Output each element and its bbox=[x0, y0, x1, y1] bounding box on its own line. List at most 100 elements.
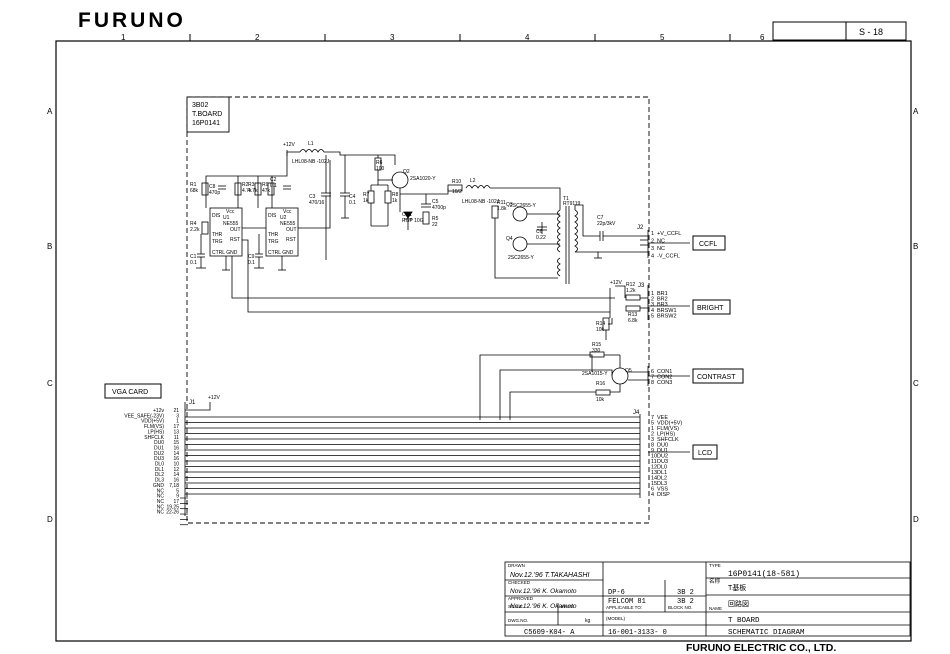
j1-pin-number: 7,18 bbox=[169, 483, 179, 489]
row-d-right: D bbox=[913, 515, 919, 524]
board-label-2: T.BOARD bbox=[192, 111, 222, 118]
svg-text:R1: R1 bbox=[190, 182, 197, 188]
svg-text:470p: 470p bbox=[209, 190, 220, 196]
svg-text:R14: R14 bbox=[596, 321, 605, 327]
bright-section bbox=[602, 285, 690, 340]
svg-text:TRG: TRG bbox=[268, 239, 279, 245]
col-1: 1 bbox=[121, 33, 126, 42]
svg-text:MASS: MASS bbox=[561, 604, 574, 609]
contrast-pin-name: CON2 bbox=[657, 375, 672, 381]
j3-pin-number: 2 bbox=[651, 297, 654, 303]
j4-pin-name: LP(HS) bbox=[657, 432, 675, 438]
svg-text:C5: C5 bbox=[432, 199, 439, 205]
row-b-left: B bbox=[47, 242, 52, 251]
svg-text:0.1: 0.1 bbox=[248, 260, 255, 266]
j3-pin-name: BRSW2 bbox=[657, 313, 677, 319]
svg-text:THR: THR bbox=[212, 232, 223, 238]
svg-text:0.1: 0.1 bbox=[270, 183, 277, 189]
svg-text:10k: 10k bbox=[596, 397, 605, 403]
j3-pin-name: BR1 bbox=[657, 291, 668, 297]
svg-text:TRG: TRG bbox=[212, 239, 223, 245]
j4-pin-number: 15 bbox=[651, 481, 657, 487]
svg-text:R15: R15 bbox=[592, 342, 601, 348]
j4-pin-name: DISP bbox=[657, 492, 670, 498]
drawn-value: Nov.12.'96 T.TAKAHASHI bbox=[510, 572, 589, 579]
title-block bbox=[504, 561, 911, 637]
j1-pin-name: NC bbox=[157, 499, 165, 505]
j1-pin-name: +12v bbox=[153, 408, 164, 414]
j3-pin-name: BR2 bbox=[657, 297, 668, 303]
svg-text:R13: R13 bbox=[628, 312, 637, 318]
svg-text:2.2k: 2.2k bbox=[190, 227, 200, 233]
j1-pin-name: DU0 bbox=[154, 440, 164, 446]
svg-text:C1: C1 bbox=[190, 254, 197, 260]
driver-section bbox=[286, 149, 648, 284]
col-4: 4 bbox=[525, 33, 530, 42]
col-2: 2 bbox=[255, 33, 260, 42]
svg-text:RST: RST bbox=[286, 237, 296, 243]
svg-text:L1: L1 bbox=[308, 141, 314, 147]
j1-pin-number: 11 bbox=[174, 435, 179, 441]
bus-lines bbox=[180, 416, 640, 526]
j4-pin-name: DU1 bbox=[657, 448, 668, 454]
j1-pin-number: 15 bbox=[173, 440, 179, 446]
svg-text:68k: 68k bbox=[190, 188, 199, 194]
sheet-blank-box bbox=[772, 21, 847, 41]
svg-text:1k: 1k bbox=[392, 198, 398, 204]
svg-text:R2: R2 bbox=[242, 182, 249, 188]
j4-pin-name: DL3 bbox=[657, 481, 667, 487]
svg-text:C6: C6 bbox=[536, 229, 543, 235]
j1-pin-number: 3 bbox=[176, 413, 179, 419]
row-a-right: A bbox=[913, 107, 919, 116]
j1-pin-name: VEE_SAFE(-23V) bbox=[124, 413, 164, 419]
svg-text:NE555: NE555 bbox=[223, 221, 239, 227]
j4-pin-name: DU3 bbox=[657, 459, 668, 465]
oscillator-section bbox=[196, 152, 615, 313]
j4-pin-number: 9 bbox=[651, 448, 654, 454]
row-c-right: C bbox=[913, 379, 919, 388]
svg-text:C9: C9 bbox=[248, 254, 255, 260]
svg-text:R16: R16 bbox=[596, 381, 605, 387]
col-3: 3 bbox=[390, 33, 395, 42]
j1-label: J1 bbox=[189, 400, 196, 406]
svg-text:R12: R12 bbox=[626, 282, 635, 288]
svg-text:2SA1020-Y: 2SA1020-Y bbox=[410, 176, 436, 182]
svg-text:DWG.NO.: DWG.NO. bbox=[508, 618, 528, 623]
j1-pin-name: DL3 bbox=[155, 478, 164, 484]
svg-text:R9: R9 bbox=[262, 182, 269, 188]
svg-text:10/2: 10/2 bbox=[452, 189, 462, 195]
svg-text:OUT: OUT bbox=[286, 227, 297, 233]
svg-text:T1: T1 bbox=[563, 196, 569, 202]
j1-pin-number: 17 bbox=[173, 424, 179, 430]
svg-text:22: 22 bbox=[432, 222, 438, 228]
svg-text:L2: L2 bbox=[470, 178, 476, 184]
j1-pin-number: 9 bbox=[176, 494, 179, 500]
svg-text:0.1: 0.1 bbox=[190, 260, 197, 266]
svg-text:+12V: +12V bbox=[283, 142, 295, 148]
j1-pin-number: 17 bbox=[173, 499, 179, 505]
svg-text:4.7k: 4.7k bbox=[242, 188, 252, 194]
j1-pin-number: 14 bbox=[173, 451, 179, 457]
j1-pin-number: 13 bbox=[173, 429, 179, 435]
svg-text:CTRL GND: CTRL GND bbox=[212, 250, 238, 256]
j1-pin-number: 16 bbox=[173, 445, 179, 451]
sheet-border bbox=[55, 40, 912, 642]
j1-pin-name: LP(HS) bbox=[148, 429, 165, 435]
svg-text:2SC2655-Y: 2SC2655-Y bbox=[508, 255, 535, 261]
svg-text:1k: 1k bbox=[363, 198, 369, 204]
j2-pin-name: NC bbox=[657, 246, 665, 252]
j4-label: J4 bbox=[633, 410, 640, 416]
j4-pin-number: 13 bbox=[651, 470, 657, 476]
svg-text:+12V: +12V bbox=[610, 280, 622, 286]
block-number: 16-001-3133- 0 bbox=[608, 629, 667, 637]
svg-text:10k: 10k bbox=[596, 327, 605, 333]
svg-text:R6: R6 bbox=[376, 160, 383, 166]
j4-pin-number: 2 bbox=[651, 432, 654, 438]
j1-pin-name: DU3 bbox=[154, 456, 164, 462]
svg-text:R4: R4 bbox=[190, 221, 197, 227]
j2-pin-name: -V_CCFL bbox=[657, 254, 680, 260]
